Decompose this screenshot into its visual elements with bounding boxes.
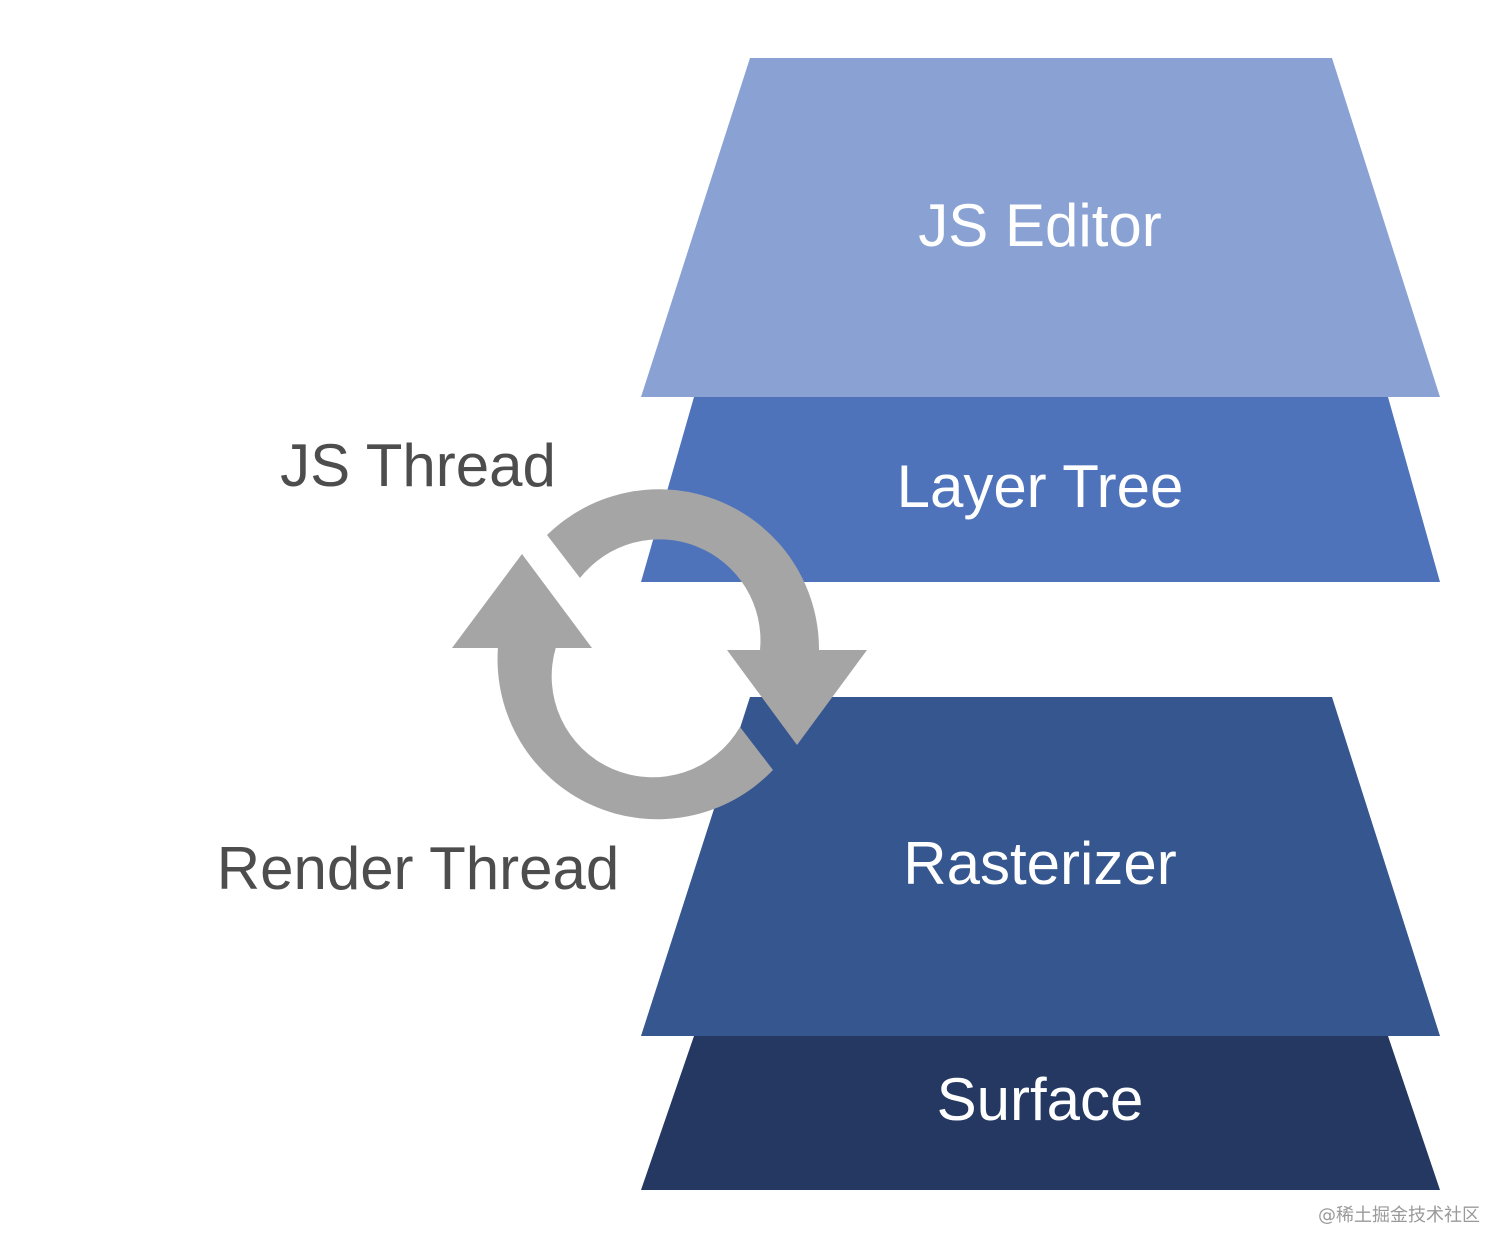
cycle-arc-top — [547, 489, 820, 650]
layer-stack — [641, 58, 1440, 1190]
refresh-cycle-icon — [452, 489, 867, 820]
cycle-arrowhead-right — [727, 650, 867, 745]
js-thread-label: JS Thread — [280, 432, 556, 499]
layer-label-js-editor: JS Editor — [918, 192, 1161, 259]
layer-label-layer-tree: Layer Tree — [897, 453, 1184, 520]
cycle-arc-bottom — [497, 647, 773, 820]
layer-label-rasterizer: Rasterizer — [903, 830, 1176, 897]
render-thread-label: Render Thread — [217, 835, 619, 902]
layer-js-editor — [641, 58, 1440, 397]
layer-layer-tree — [641, 397, 1440, 582]
layer-label-surface: Surface — [937, 1066, 1144, 1133]
cycle-arrowhead-left — [452, 554, 592, 648]
layer-surface — [641, 1036, 1440, 1190]
watermark-text: @稀土掘金技术社区 — [1318, 1205, 1480, 1226]
layer-rasterizer — [641, 697, 1440, 1036]
